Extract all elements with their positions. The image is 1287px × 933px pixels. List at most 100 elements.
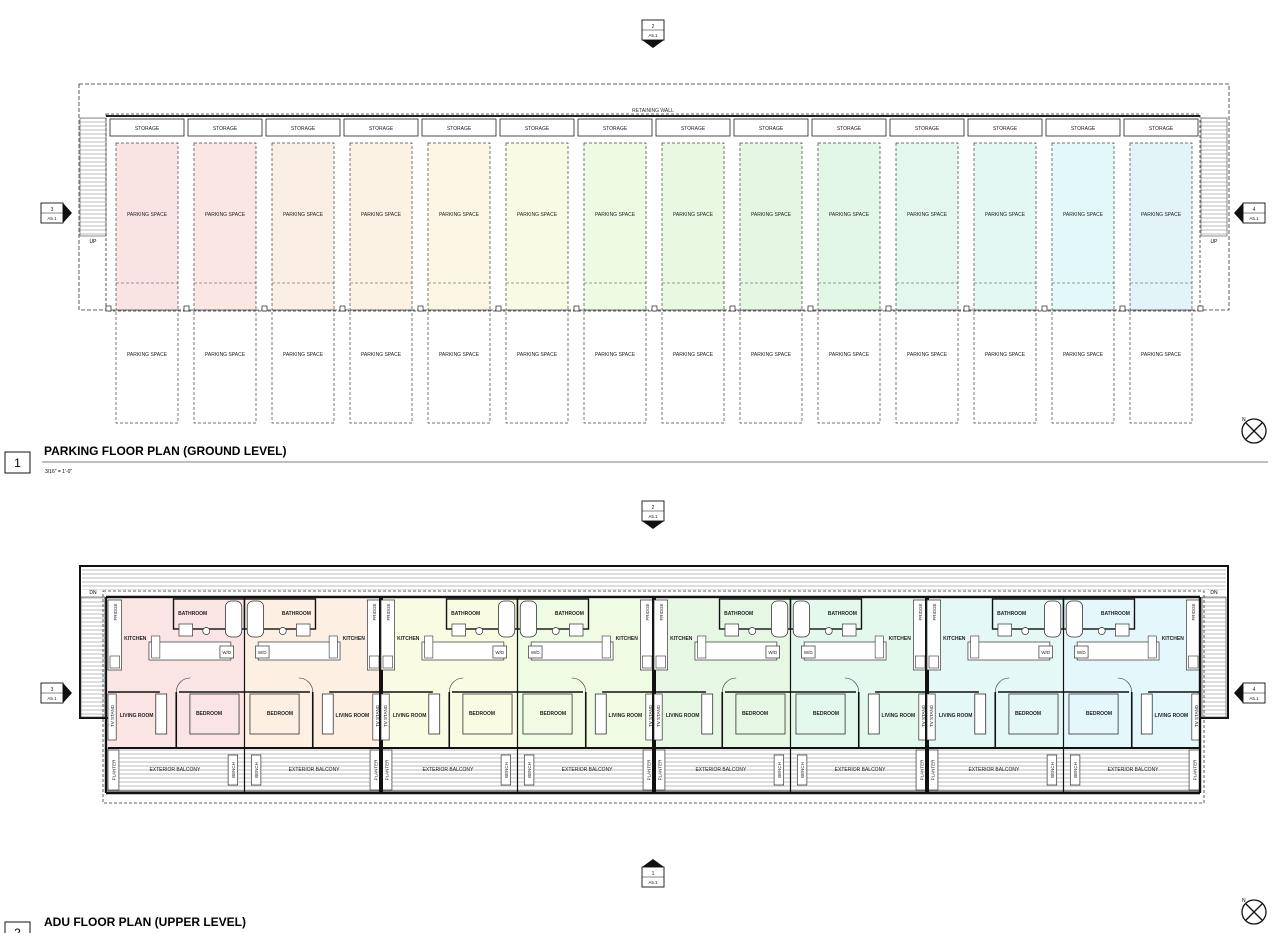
wd-label: W/D	[1077, 650, 1086, 655]
storage-room	[187, 118, 263, 137]
bedroom-label: BEDROOM	[196, 711, 222, 717]
planter-label: PLANTER	[920, 759, 925, 781]
storage-room	[343, 118, 419, 137]
vanity	[842, 623, 857, 637]
wd-label: W/D	[531, 650, 540, 655]
column	[261, 305, 268, 312]
section-sheet: A5.1	[648, 880, 658, 885]
plan-number: 2	[14, 926, 21, 933]
section-number: 4	[1253, 687, 1256, 693]
kitchen-label: KITCHEN	[943, 636, 966, 642]
washer-dryer	[492, 645, 507, 659]
bathtub	[792, 600, 811, 638]
living-room-label: LIVING ROOM	[882, 713, 916, 719]
door-swing-icon	[844, 677, 860, 693]
living-room-label: LIVING ROOM	[1155, 713, 1189, 719]
parking-space	[115, 142, 179, 311]
retaining-wall-label: RETAINING WALL	[632, 108, 674, 114]
parking-label: PARKING SPACE	[1063, 352, 1104, 358]
living-room-label: LIVING ROOM	[336, 713, 370, 719]
parking-label: PARKING SPACE	[361, 352, 402, 358]
living-room-label: LIVING ROOM	[939, 713, 973, 719]
planter-label: PLANTER	[374, 759, 379, 781]
section-number: 2	[652, 505, 655, 511]
tv-stand	[380, 693, 390, 741]
exterior-balcony	[653, 747, 791, 792]
stair-icon	[1201, 596, 1227, 718]
planter-label: PLANTER	[384, 759, 389, 781]
column	[495, 305, 502, 312]
section-number: 3	[51, 687, 54, 693]
bench	[773, 754, 785, 786]
section-arrow	[63, 203, 72, 223]
bench-label: BENCH	[527, 762, 532, 778]
balcony-label: EXTERIOR BALCONY	[562, 767, 614, 773]
bathtub	[1043, 600, 1062, 638]
balcony-label: EXTERIOR BALCONY	[422, 767, 474, 773]
parking-space	[583, 309, 647, 424]
plan-scale: 3/16" = 1'-0"	[45, 469, 72, 475]
bathtub	[519, 600, 538, 638]
parking-space	[973, 309, 1037, 424]
planter-label: PLANTER	[1193, 759, 1198, 781]
storage-room	[655, 118, 731, 137]
tv-stand	[926, 693, 936, 741]
stool	[601, 635, 611, 659]
parking-space	[349, 309, 413, 424]
bathroom-label: BATHROOM	[828, 611, 857, 617]
sofa	[974, 693, 987, 735]
living-room-label: LIVING ROOM	[393, 713, 427, 719]
vanity	[724, 623, 739, 637]
toilet	[748, 627, 757, 635]
bathtub	[1065, 600, 1084, 638]
parking-label: PARKING SPACE	[907, 212, 948, 218]
kitchen-island	[530, 641, 614, 661]
section-arrow	[1234, 683, 1243, 703]
parking-space	[349, 142, 413, 311]
section-marker-icon: 4A5.1	[1234, 682, 1266, 704]
parking-label: PARKING SPACE	[1141, 212, 1182, 218]
column	[1119, 305, 1126, 312]
bathroom-label: BATHROOM	[178, 611, 207, 617]
column	[807, 305, 814, 312]
parking-label: PARKING SPACE	[751, 212, 792, 218]
bench	[500, 754, 512, 786]
kitchen-counter	[653, 599, 668, 671]
parking-space	[817, 309, 881, 424]
parking-label: PARKING SPACE	[985, 212, 1026, 218]
column	[885, 305, 892, 312]
section-marker-icon: 2A5.1	[641, 19, 665, 48]
parking-label: PARKING SPACE	[283, 352, 324, 358]
bench-label: BENCH	[800, 762, 805, 778]
vanity	[1115, 623, 1130, 637]
bedroom-label: BEDROOM	[1086, 711, 1112, 717]
storage-room	[265, 118, 341, 137]
wd-label: W/D	[1041, 650, 1050, 655]
planter-label: PLANTER	[930, 759, 935, 781]
kitchen-island	[1076, 641, 1160, 661]
parking-space	[817, 142, 881, 311]
parking-label: PARKING SPACE	[205, 212, 246, 218]
bench-label: BENCH	[254, 762, 259, 778]
section-arrow	[642, 521, 664, 529]
kitchen-counter	[926, 599, 941, 671]
parking-space	[973, 142, 1037, 311]
column	[183, 305, 190, 312]
section-marker-icon: 1A5.1	[641, 859, 665, 888]
washer-dryer	[219, 645, 234, 659]
balcony-label: EXTERIOR BALCONY	[149, 767, 201, 773]
section-marker-icon: 3A5.1	[40, 682, 72, 704]
sofa	[701, 693, 714, 735]
section-sheet: A5.1	[47, 696, 57, 701]
column	[963, 305, 970, 312]
parking-label: PARKING SPACE	[595, 212, 636, 218]
bench	[1069, 754, 1081, 786]
sofa	[867, 693, 880, 735]
bedroom-label: BEDROOM	[267, 711, 293, 717]
wd-label: W/D	[495, 650, 504, 655]
range-icon	[655, 655, 666, 669]
